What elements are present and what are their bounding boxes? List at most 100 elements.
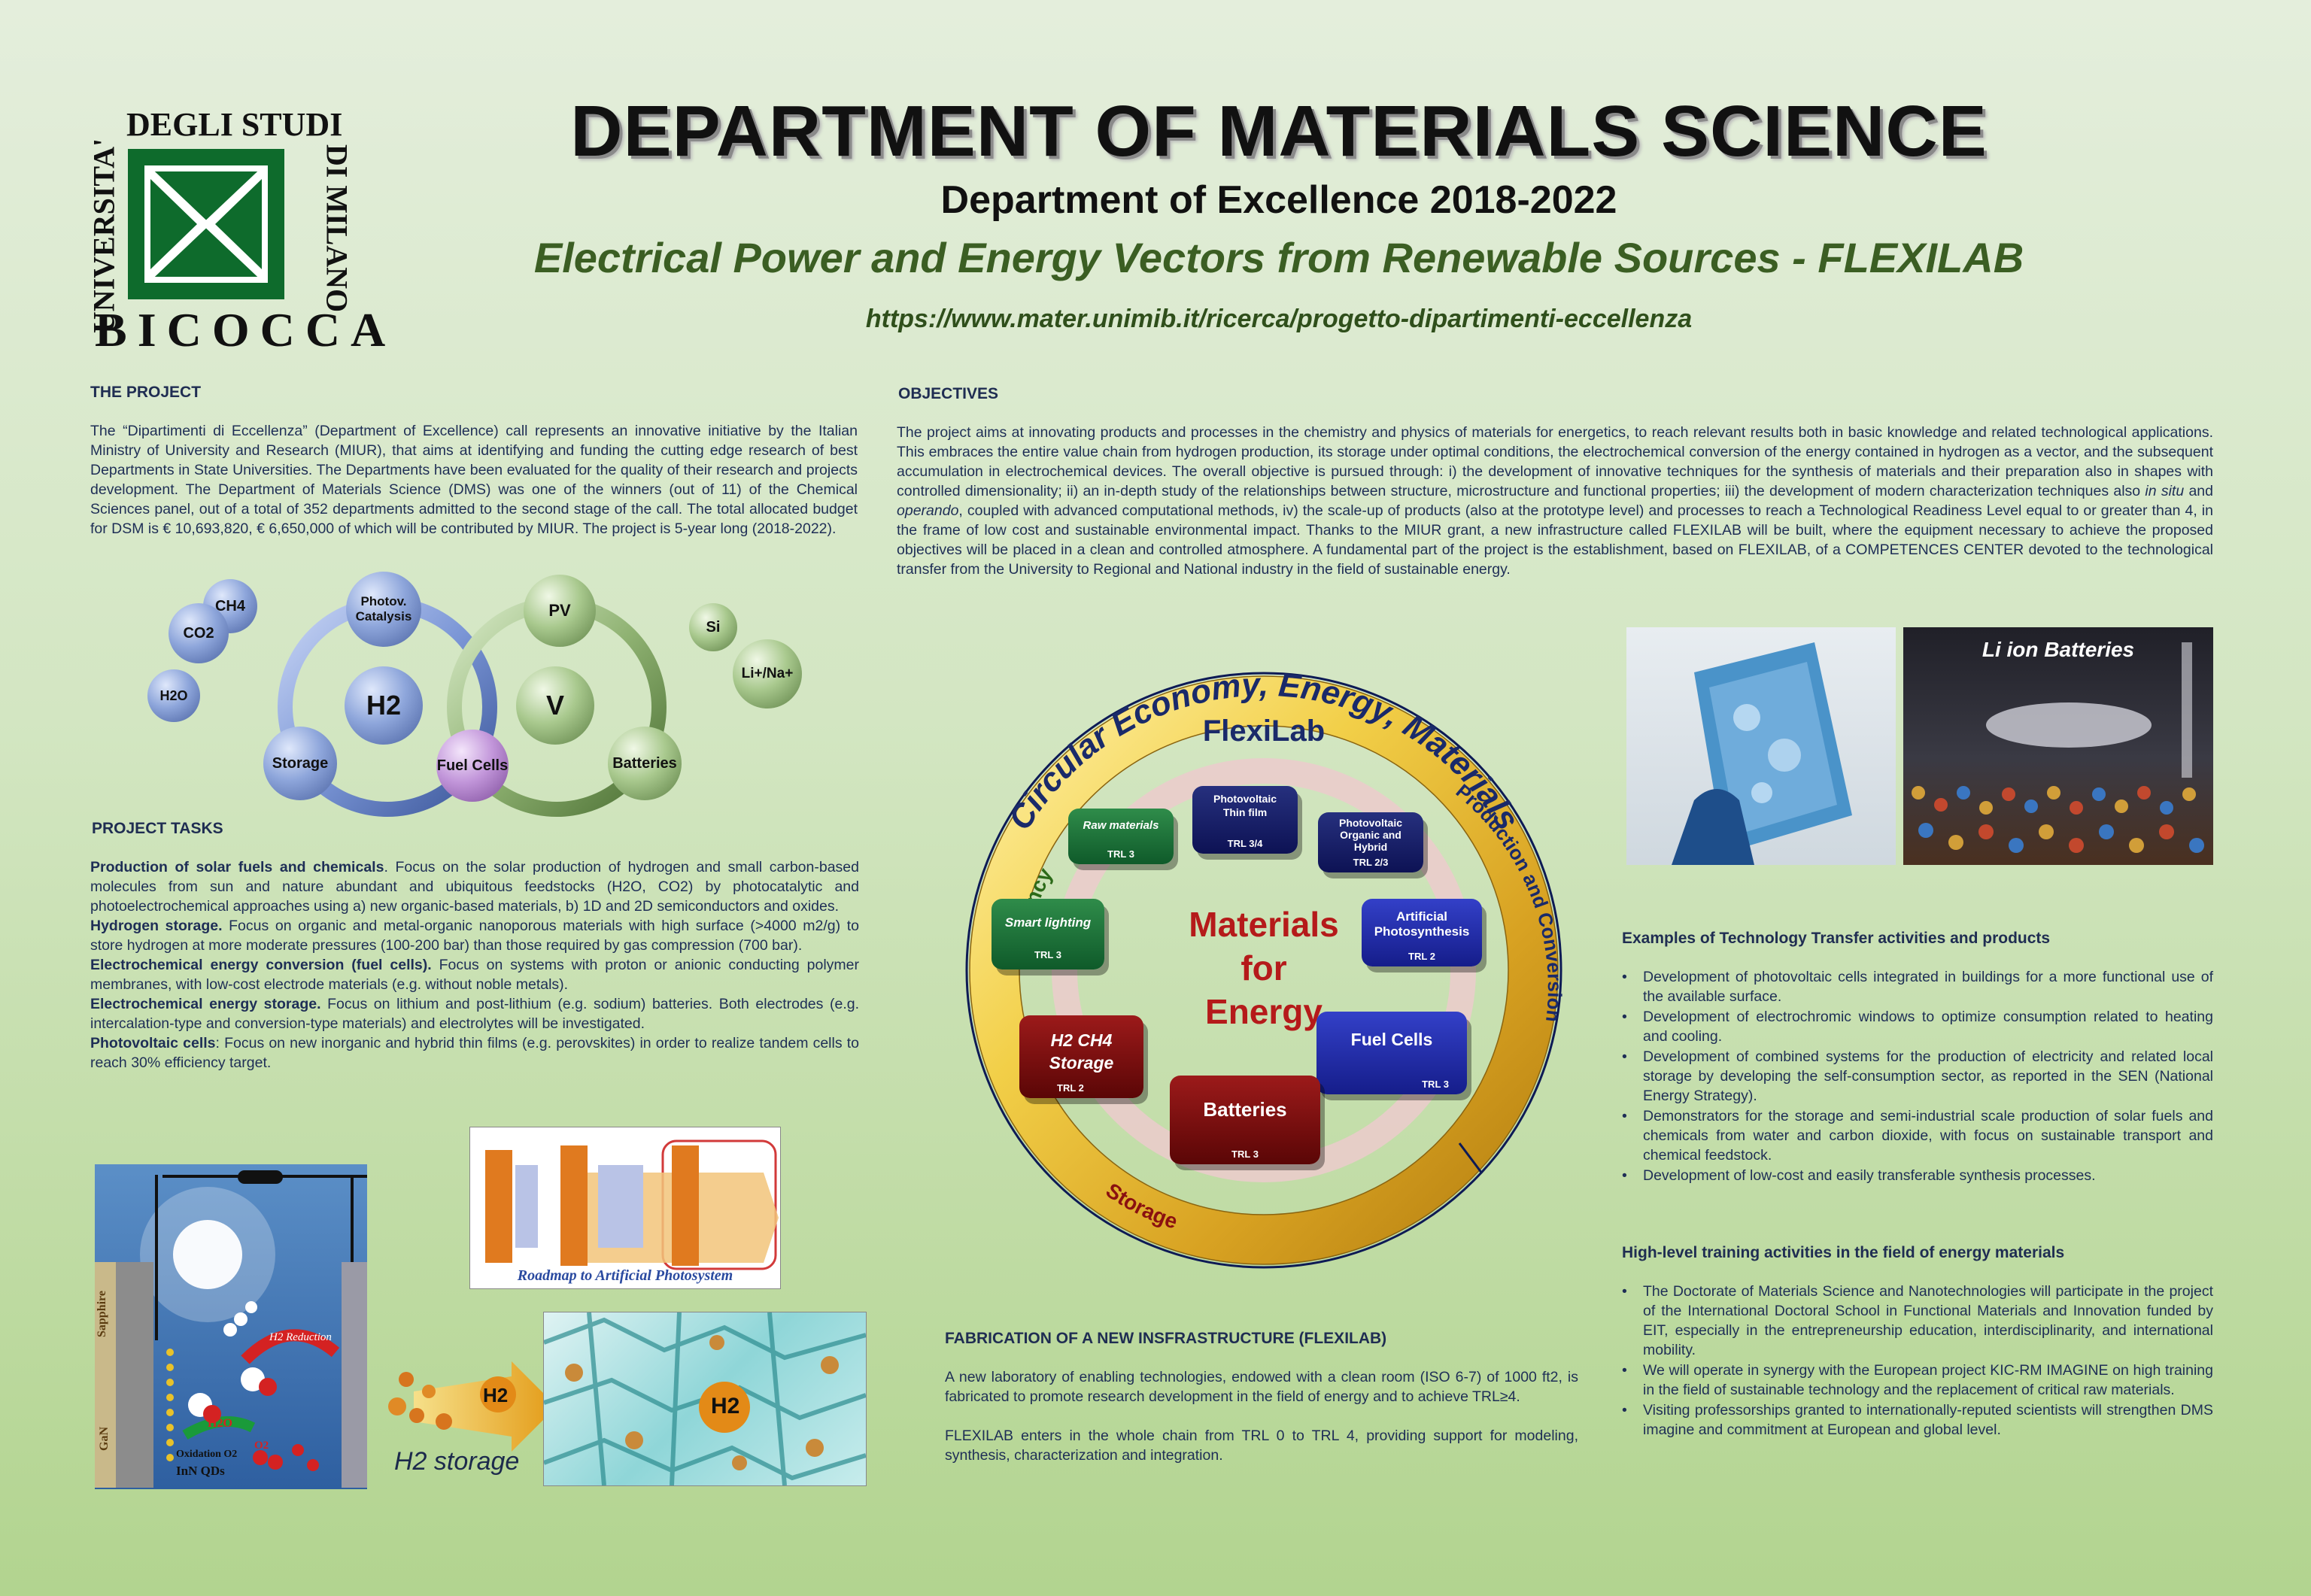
tile-pv-thin-film[interactable]: Photovoltaic Thin film TRL 3/4 — [1192, 786, 1298, 854]
task-3-text: Focus on systems with proton or anionic … — [90, 957, 859, 993]
tile-batteries[interactable]: Batteries TRL 3 — [1170, 1076, 1320, 1164]
tile-h2-ch4-storage[interactable]: H2 CH4 Storage TRL 2 — [1019, 1015, 1143, 1098]
tile-pvorg-trl: TRL 2/3 — [1353, 857, 1389, 868]
qd-label: InN QDs — [176, 1464, 225, 1478]
tile-h2ch4-label: H2 CH4 Storage — [1049, 1030, 1114, 1073]
li-ion-caption: Li ion Batteries — [1982, 638, 2135, 661]
bubble-photocatalysis: Photov. Catalysis — [346, 572, 421, 647]
task-4-text: Focus on lithium and post-lithium (e.g. … — [90, 996, 859, 1032]
tile-fuel-trl: TRL 3 — [1422, 1079, 1449, 1090]
reduction-label: H2 Reduction — [269, 1331, 332, 1343]
bubble-batteries: Batteries — [608, 727, 682, 800]
transfer-item: Development of photovoltaic cells integr… — [1622, 967, 2213, 1006]
arc-storage-text: Storage — [1102, 1179, 1181, 1233]
tile-fuel-cells[interactable]: Fuel Cells TRL 3 — [1316, 1012, 1467, 1094]
solar-panel-photo — [1626, 627, 1896, 865]
roadmap-figure: Roadmap to Artificial Photosystem — [469, 1127, 781, 1289]
objectives-text: The project aims at innovating products … — [897, 423, 2213, 579]
flexilab-circle-diagram: Circular Economy, Energy, Materials Effi… — [933, 617, 1595, 1279]
tile-smart-lighting[interactable]: Smart lighting TRL 3 — [992, 899, 1104, 969]
page-subtitle: Department of Excellence 2018-2022 — [940, 178, 1617, 222]
energy-vectors-diagram: CH4 CO2 H2O Photov. Catalysis H2 Storage… — [135, 572, 812, 820]
transfer-item: Demonstrators for the storage and semi-i… — [1622, 1106, 2213, 1165]
fabrication-p2: FLEXILAB enters in the whole chain from … — [945, 1428, 1578, 1464]
roadmap-graphic — [485, 1139, 779, 1270]
project-url[interactable]: https://www.mater.unimib.it/ricerca/prog… — [865, 305, 1693, 333]
training-item: Visiting professorships granted to inter… — [1622, 1400, 2213, 1440]
roadmap-caption: Roadmap to Artificial Photosystem — [517, 1267, 733, 1284]
li-ion-graphic — [1912, 642, 2204, 853]
h2o-label: H2O — [208, 1417, 232, 1430]
objectives-heading: OBJECTIVES — [898, 385, 999, 402]
task-2-text: Focus on organic and metal-organic nanop… — [90, 918, 859, 954]
mof-h2-label: H2 — [711, 1394, 740, 1418]
tile-pv-organic[interactable]: Photovoltaic Organic and Hybrid TRL 2/3 — [1318, 812, 1423, 872]
fabrication-heading: FABRICATION OF A NEW INSFRASTRUCTURE (FL… — [945, 1330, 1387, 1347]
tile-batteries-trl: TRL 3 — [1231, 1148, 1259, 1160]
task-5-text: : Focus on new inorganic and hybrid thin… — [90, 1035, 859, 1071]
tasks-list: Production of solar fuels and chemicals.… — [90, 857, 859, 1073]
bubble-storage: Storage — [263, 727, 337, 800]
logo-emblem — [128, 149, 284, 299]
objectives-text-1: The project aims at innovating products … — [897, 424, 2213, 499]
h2-arrow-graphic — [388, 1361, 557, 1452]
fabrication-p1: A new laboratory of enabling technologie… — [945, 1369, 1578, 1405]
bubble-co2: CO2 — [169, 603, 229, 663]
objectives-insitu: in situ — [2145, 483, 2185, 499]
center-line-2: for — [1241, 948, 1287, 988]
bubble-fuel-cells: Fuel Cells — [436, 730, 509, 802]
solar-panel-graphic — [1672, 642, 1852, 865]
page-title: DEPARTMENT OF MATERIALS SCIENCE — [570, 91, 1988, 171]
bubble-v: V — [516, 666, 594, 745]
tile-h2ch4-trl: TRL 2 — [1057, 1082, 1084, 1094]
tile-batteries-label: Batteries — [1203, 1098, 1287, 1121]
photocatalysis-graphic — [95, 1170, 367, 1488]
bubble-li-na: Li+/Na+ — [733, 639, 802, 708]
tile-fuel-label: Fuel Cells — [1350, 1030, 1433, 1049]
li-ion-batteries-photo: Li ion Batteries — [1903, 627, 2213, 865]
mof-graphic — [544, 1312, 866, 1485]
objectives-operando: operando — [897, 502, 959, 519]
h2-arrow-label: H2 — [483, 1384, 509, 1406]
bubble-si: Si — [689, 603, 737, 651]
transfer-item: Development of combined systems for the … — [1622, 1047, 2213, 1106]
h2-storage-caption: H2 storage — [394, 1447, 520, 1476]
tile-raw-label: Raw materials — [1083, 819, 1159, 832]
task-3-title: Electrochemical energy conversion (fuel … — [90, 957, 432, 973]
tile-raw-trl: TRL 3 — [1107, 848, 1134, 860]
gan-label: GaN — [98, 1427, 111, 1451]
training-item: We will operate in synergy with the Euro… — [1622, 1361, 2213, 1400]
task-2-title: Hydrogen storage. — [90, 918, 223, 934]
h2-arrow-figure: H2 H2 storage — [384, 1346, 564, 1482]
tile-artificial-label: Artificial Photosynthesis — [1374, 909, 1470, 939]
objectives-text-2: , coupled with advanced computational me… — [897, 502, 2213, 578]
training-heading: High-level training activities in the fi… — [1622, 1244, 2065, 1261]
tile-pvthin-label: Photovoltaic Thin film — [1213, 793, 1277, 818]
bubble-h2o: H2O — [147, 669, 200, 722]
center-line-3: Energy — [1205, 992, 1323, 1031]
tile-artificial-photosynthesis[interactable]: Artificial Photosynthesis TRL 2 — [1362, 899, 1482, 966]
bubble-h2: H2 — [345, 666, 423, 745]
center-text: Materials for Energy — [1128, 903, 1399, 1033]
oxidation-label: Oxidation O2 — [176, 1449, 238, 1460]
project-text: The “Dipartimenti di Eccellenza” (Depart… — [90, 423, 858, 537]
project-title: Electrical Power and Energy Vectors from… — [533, 234, 2024, 281]
transfer-item: Development of low-cost and easily trans… — [1622, 1166, 2213, 1185]
bubble-pv: PV — [524, 575, 596, 647]
task-5-title: Photovoltaic cells — [90, 1035, 216, 1051]
task-1-title: Production of solar fuels and chemicals — [90, 859, 384, 875]
tile-pvthin-trl: TRL 3/4 — [1227, 838, 1263, 849]
project-heading: THE PROJECT — [90, 384, 202, 401]
task-4-title: Electrochemical energy storage. — [90, 996, 321, 1012]
tasks-heading: PROJECT TASKS — [92, 820, 223, 837]
o2-label: O2 — [254, 1440, 269, 1452]
tile-artificial-trl: TRL 2 — [1408, 951, 1435, 962]
logo-right-word: DI MILANO — [320, 144, 354, 313]
tile-raw-materials[interactable]: Raw materials TRL 3 — [1068, 809, 1174, 864]
mof-figure: H2 — [543, 1312, 867, 1486]
training-list: The Doctorate of Materials Science and N… — [1622, 1282, 2213, 1440]
tile-smart-trl: TRL 3 — [1034, 949, 1061, 960]
photocatalysis-figure: H2 Reduction H2O Oxidation O2 O2 InN QDs… — [95, 1164, 367, 1489]
transfer-item: Development of electrochromic windows to… — [1622, 1007, 2213, 1046]
task-1-text: . Focus on the solar production of hydro… — [90, 859, 859, 915]
